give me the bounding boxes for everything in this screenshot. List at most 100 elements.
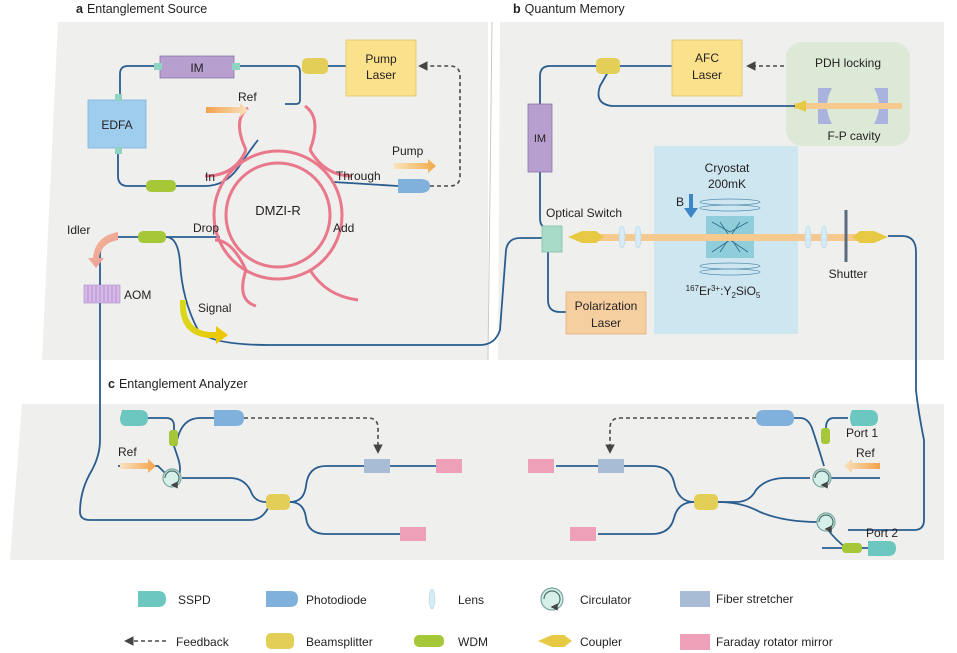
afc-laser-label-1: AFC [695,51,719,65]
panel-a-letter: a [76,2,84,16]
port2-label: Port 2 [866,526,898,540]
fiber-afc-loop [539,65,596,105]
idler-label: Idler [67,223,90,237]
circulator-c-right-1 [812,468,832,489]
im-source-label: IM [190,61,203,75]
fiber-c-bs-circ2 [717,501,819,523]
feedback-c-right [605,417,756,454]
fiber-im-loop [119,65,160,100]
panel-b-title: Quantum Memory [525,2,626,16]
legend-label-circulator: Circulator [580,593,631,607]
fiber-stretcher-c-left [364,459,390,473]
beamsplitter-source [302,58,328,74]
fiber-c-sspd-right [825,417,848,429]
photodiode-c-right [756,410,794,426]
ref-label-c-left: Ref [118,445,137,459]
lens-icon [428,588,436,610]
panel-c-title: Entanglement Analyzer [119,377,248,391]
beamsplitter-c-left [266,494,290,510]
dmzi-ring [204,104,359,308]
fiber-wdm-to-ring-in [176,139,259,187]
signal-label: Signal [198,301,231,315]
circulator-c-right-2 [816,512,836,533]
legend-label-wdm: WDM [458,635,488,649]
im-memory-label: IM [534,133,546,145]
fiber-c-bs-down-right [598,501,695,535]
beamsplitter-c-right [694,494,718,510]
wdm-icon [414,635,444,647]
photodiode-icon [266,591,298,607]
fiber-stretcher-c-right [598,459,624,473]
photodiode-through [398,179,430,193]
pdh-label: PDH locking [815,56,881,70]
cryostat-label: Cryostat [705,161,750,175]
wdm-c-right-1 [821,428,830,444]
fiber-c-bs-down [289,501,400,535]
ref-label-source: Ref [238,90,257,104]
panel-c-letter: c [108,377,115,391]
pump-label: Pump [392,144,424,158]
ref-arrow-c-left [120,459,156,473]
photodiode-c-left [214,410,244,426]
fiber-im-to-bs [234,65,301,105]
coupler-right [852,231,888,243]
temperature-label: 200mK [708,177,746,191]
pump-laser [345,39,417,97]
idler-arrow [88,232,118,268]
fiber-c-sspd-wdm [146,417,175,430]
circulator-icon [540,587,564,611]
field-label: B [676,195,684,209]
fiber-stretcher-icon [680,591,710,607]
coupler-icon [538,635,572,647]
afc-laser [671,39,743,97]
ref-arrow-c-right [844,459,880,473]
polarization-laser [565,291,647,335]
panel-a-background [42,22,488,360]
fiber-aom-down [79,303,277,521]
pump-laser-label-2: Laser [366,68,396,82]
polarization-laser-label-1: Polarization [575,299,638,313]
fiber-c-st-bs-right [624,465,695,503]
wdm-c-left [169,430,178,446]
legend-label-beamsplitter: Beamsplitter [306,635,373,649]
im-memory [527,103,553,173]
legend-label-coupler: Coupler [580,635,622,649]
faraday-mirror-c-left-1 [436,459,462,473]
fp-cavity [792,88,902,124]
port-add-label: Add [333,221,354,235]
wdm-c-right-2 [842,543,862,553]
legend-label-photodiode: Photodiode [306,593,367,607]
lens-group [618,225,828,249]
legend: SSPD Photodiode Lens Circulator Fiber st… [124,587,833,650]
fiber-switch-to-pol [547,252,566,313]
port-drop-label: Drop [193,221,219,235]
beamsplitter-icon [266,633,294,649]
faraday-mirror-c-right-1 [528,459,554,473]
ref-label-c-right: Ref [856,446,875,460]
fiber-edfa-to-wdm [117,148,146,187]
feedback-c-left [244,417,383,454]
legend-label-lens: Lens [458,593,484,607]
field-arrow [684,194,698,218]
wdm-in [146,180,176,192]
feedback-pump [418,61,461,187]
afc-laser-label-2: Laser [692,68,722,82]
edfa-label: EDFA [101,118,132,132]
legend-label-faraday: Faraday rotator mirror [716,635,833,649]
crystal-label: 167Er3+:Y2SiO5 [686,284,761,300]
faraday-mirror-c-left-2 [400,527,426,541]
fiber-c-bs-circ-right [718,477,810,503]
ref-arrow-source [206,103,248,117]
memory-beam [590,234,878,241]
fiber-c-pd-right [786,417,825,467]
sspd-c-right-2 [868,541,896,556]
quantum-memory: PDH locking F-P cavity AFC Laser IM Opti… [527,39,925,531]
polarization-laser-label-2: Laser [591,316,621,330]
optical-switch-label: Optical Switch [546,206,622,220]
entanglement-source: DMZI-R IM Pump Laser Ref EDFA In Through… [67,39,548,521]
panel-divider [487,21,493,361]
